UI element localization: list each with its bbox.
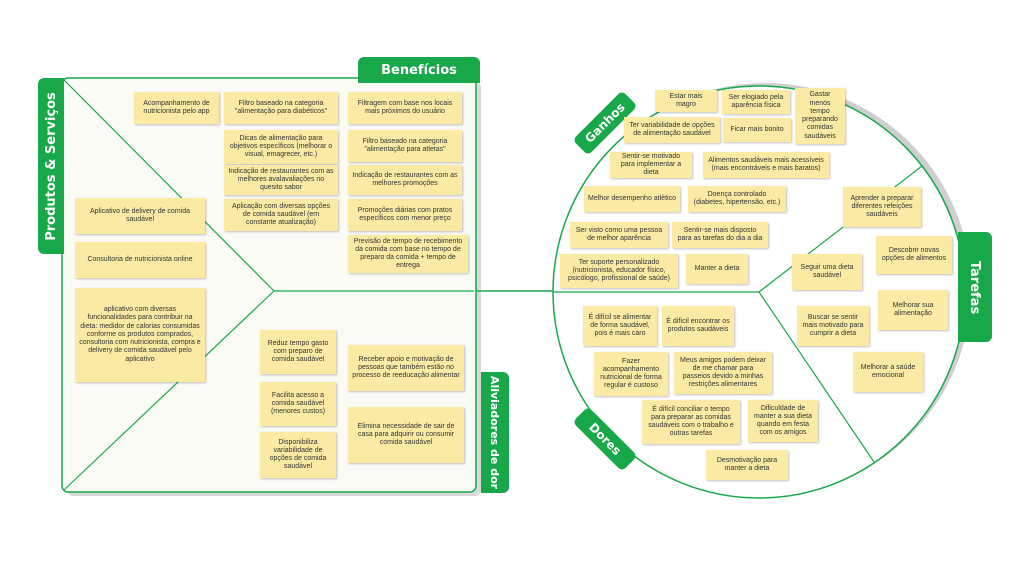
aliviador-note: Disponibiliza variabilidade de opções de… — [260, 432, 336, 478]
dor-note: É difícil se alimentar de forma saudável… — [583, 306, 657, 346]
aliviador-note: Elimina necessidade de sair de casa para… — [348, 407, 464, 463]
tarefas-tab: Tarefas — [958, 232, 992, 342]
produto-note: Consultoria de nutricionista online — [75, 242, 205, 278]
ganho-note: Manter a dieta — [686, 254, 748, 284]
tarefa-note: Aprender a preparar diferentes refeições… — [843, 187, 921, 227]
dor-note: Fazer acompanhamento nutricional de form… — [594, 352, 668, 396]
beneficio-note: Aplicação com diversas opções de comida … — [224, 199, 338, 231]
dor-note: Meus amigos podem deixar de me chamar pa… — [674, 352, 772, 394]
aliviadores-tab: Aliviadores de dor — [481, 372, 509, 493]
aliviadores-label: Aliviadores de dor — [488, 375, 502, 490]
tarefa-note: Melhorar sua alimentação — [878, 290, 948, 330]
beneficio-note: Indicação de restaurantes com as melhore… — [348, 165, 462, 195]
tarefa-note: Melhorar a saúde emocional — [853, 352, 923, 392]
ganho-note: Melhor desempenho atlético — [584, 186, 680, 212]
dor-note: É difícil conciliar o tempo para prepara… — [642, 400, 740, 444]
ganho-note: Alimentos saudáveis mais acessíveis (mai… — [703, 152, 829, 178]
ganho-note: Ser visto como uma pessoa de melhor apar… — [570, 222, 668, 248]
beneficio-note: Previsão de tempo de recebimento da comi… — [348, 235, 468, 273]
aliviador-note: Receber apoio e motivação de pessoas que… — [348, 345, 464, 391]
aliviador-note: Reduz tempo gasto com preparo de comida … — [260, 330, 336, 374]
beneficio-note: Indicação de restaurantes com as melhore… — [224, 165, 338, 195]
beneficio-note: Filtragem com base nos locais mais próxi… — [348, 92, 462, 124]
ganho-note: Ficar mais bonito — [723, 118, 791, 142]
ganho-note: Sentir-se motivado para implementar a di… — [610, 152, 692, 178]
ganho-note: Gastar menos tempo preparando comidas sa… — [795, 88, 845, 144]
dor-note: Desmotivação para manter a dieta — [706, 450, 788, 480]
beneficio-note: Promoções diárias com pratos específicos… — [348, 199, 462, 231]
ganho-note: Estar mais magro — [655, 90, 717, 112]
ganho-note: Ser elogiado pela aparência física — [722, 90, 790, 114]
beneficio-note: Acompanhamento de nutricionista pelo app — [134, 92, 219, 124]
beneficio-note: Dicas de alimentação para objetivos espe… — [224, 130, 338, 164]
tarefas-label: Tarefas — [967, 260, 983, 314]
beneficios-tab: Benefícios — [358, 57, 480, 83]
ganho-note: Ter variabilidade de opções de alimentaç… — [624, 117, 720, 143]
divider-top — [63, 79, 275, 292]
aliviador-note: Facilita acesso a comida saudável (menor… — [260, 382, 336, 426]
produto-note: Aplicativo de delivery de comida saudáve… — [75, 198, 205, 234]
dor-note: É difícil encontrar os produtos saudávei… — [662, 306, 734, 346]
divider-bottom — [63, 290, 275, 491]
ganho-note: Ter suporte personalizado (nutricionista… — [560, 254, 678, 288]
beneficio-note: Filtro baseado na categoria "alimentação… — [224, 92, 338, 124]
dor-note: Dificuldade de manter a sua dieta quando… — [748, 400, 818, 442]
ganho-note: Doença controlado (diabetes, hipertensão… — [688, 186, 786, 212]
produtos-label: Produtos & Serviços — [43, 91, 59, 241]
produtos-tab: Produtos & Serviços — [38, 78, 64, 254]
circle-divider-lower — [758, 291, 875, 463]
produto-note: aplicativo com diversas funcionalidades … — [75, 288, 205, 382]
ganho-note: Sentir-se mais disposto para as tarefas … — [672, 222, 768, 248]
tarefa-note: Buscar se sentir mais motivado para cump… — [797, 306, 869, 346]
beneficio-note: Filtro baseado na categoria "alimentação… — [348, 130, 462, 162]
tarefa-note: Seguir uma dieta saudável — [792, 254, 862, 290]
tarefa-note: Descobrir novas opções de alimentos — [876, 236, 952, 274]
